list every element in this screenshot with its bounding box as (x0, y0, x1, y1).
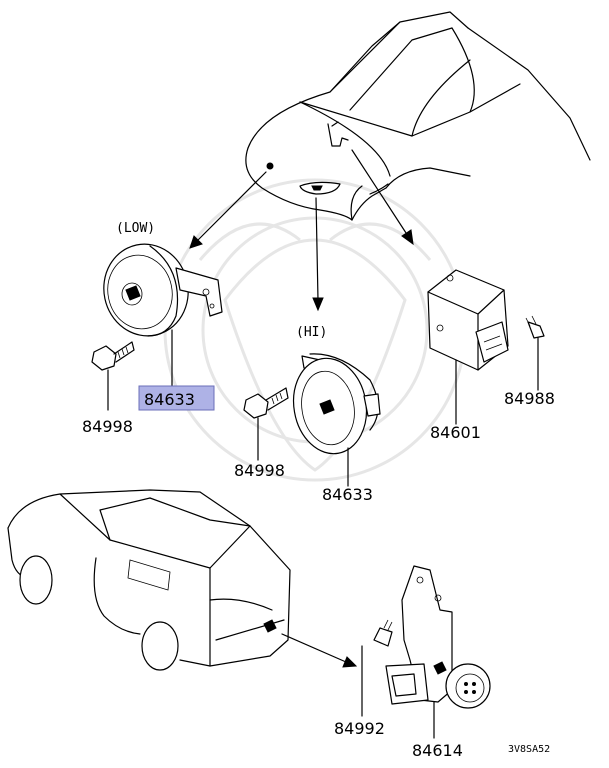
relay-unit-illustration (427, 269, 509, 371)
part-number-horn-low[interactable]: 84633 (144, 390, 195, 409)
rear-pointer-arrow-icon (342, 656, 358, 668)
part-number-horn-hi[interactable]: 84633 (322, 485, 373, 504)
rear-pointer-line (281, 633, 347, 663)
hi-label: (HI) (296, 325, 327, 340)
front-car-illustration (245, 11, 591, 221)
part-number-bolt-low[interactable]: 84998 (82, 417, 133, 436)
part-highlight (138, 385, 215, 411)
part-number-bolt-hi[interactable]: 84998 (234, 461, 285, 480)
part-number-relay-screw[interactable]: 84988 (504, 389, 555, 408)
low-horn-illustration (103, 243, 223, 337)
part-number-rear-screw[interactable]: 84992 (334, 719, 385, 738)
pointer-arrows (189, 149, 414, 312)
rear-screw-illustration (373, 619, 393, 647)
rear-unit-illustration (385, 565, 491, 709)
rear-car-illustration (7, 489, 291, 671)
hi-horn-illustration (292, 353, 381, 455)
hi-bolt-illustration (243, 387, 289, 419)
relay-screw-illustration (525, 315, 545, 339)
low-label: (LOW) (116, 221, 155, 236)
diagram-code: 3V8SA52 (508, 744, 550, 755)
part-number-relay[interactable]: 84601 (430, 423, 481, 442)
low-bolt-illustration (91, 341, 135, 371)
part-number-rear-unit[interactable]: 84614 (412, 741, 463, 760)
